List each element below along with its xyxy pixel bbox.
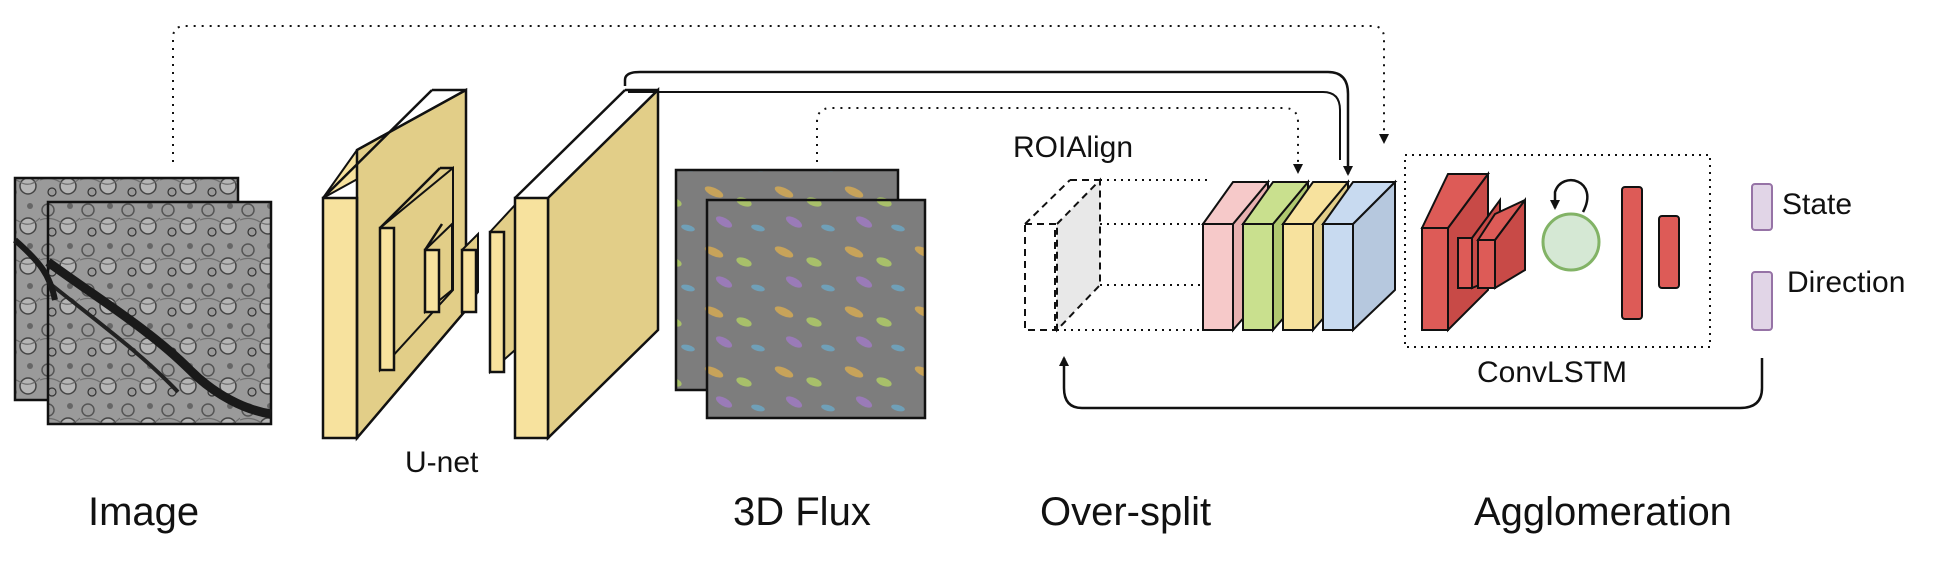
stage-flux-label: 3D Flux (733, 490, 871, 534)
membrane-band (45, 258, 272, 419)
flux-front (705, 198, 927, 420)
state-label: State (1782, 188, 1853, 221)
unet-enc3-front (423, 248, 441, 314)
stage-image-label: Image (88, 490, 200, 534)
direction-label: Direction (1787, 266, 1906, 299)
unet-to-agglomeration (623, 70, 1353, 176)
unet-dec1-front (513, 196, 550, 440)
roi-cube (1024, 177, 1208, 333)
image-front (46, 200, 273, 426)
state-box (1751, 183, 1773, 231)
flux-skip-connector (816, 107, 1303, 174)
unet-dec1-side (546, 87, 660, 441)
image-stack (13, 176, 273, 426)
direction-box (1751, 271, 1773, 331)
unet-dec3-front (460, 248, 478, 314)
lstm-cell (1541, 212, 1601, 272)
convlstm-label: ConvLSTM (1477, 356, 1628, 389)
conv-blocks (1420, 170, 1526, 333)
flux-stack (674, 168, 927, 420)
loop-arrow-icon (1550, 179, 1589, 213)
image-skip-connector (172, 25, 1389, 162)
roialign-label: ROIAlign (1013, 131, 1134, 164)
stage-oversplit-label: Over-split (1040, 490, 1212, 534)
feature-blocks (1201, 179, 1398, 333)
unet-enc2-front (378, 226, 396, 372)
stage-agglomeration-label: Agglomeration (1474, 490, 1732, 534)
convlstm-box (1404, 154, 1711, 348)
feedback-connector (1059, 356, 1764, 410)
unet-enc1-front (321, 196, 359, 440)
fc-bar-2 (1658, 215, 1680, 289)
unet-dec2-front (488, 230, 506, 374)
unet-label: U-net (405, 446, 479, 479)
fc-bar-1 (1621, 186, 1643, 320)
unet-encoder-decoder (321, 87, 660, 442)
feature-blue (1321, 179, 1398, 333)
